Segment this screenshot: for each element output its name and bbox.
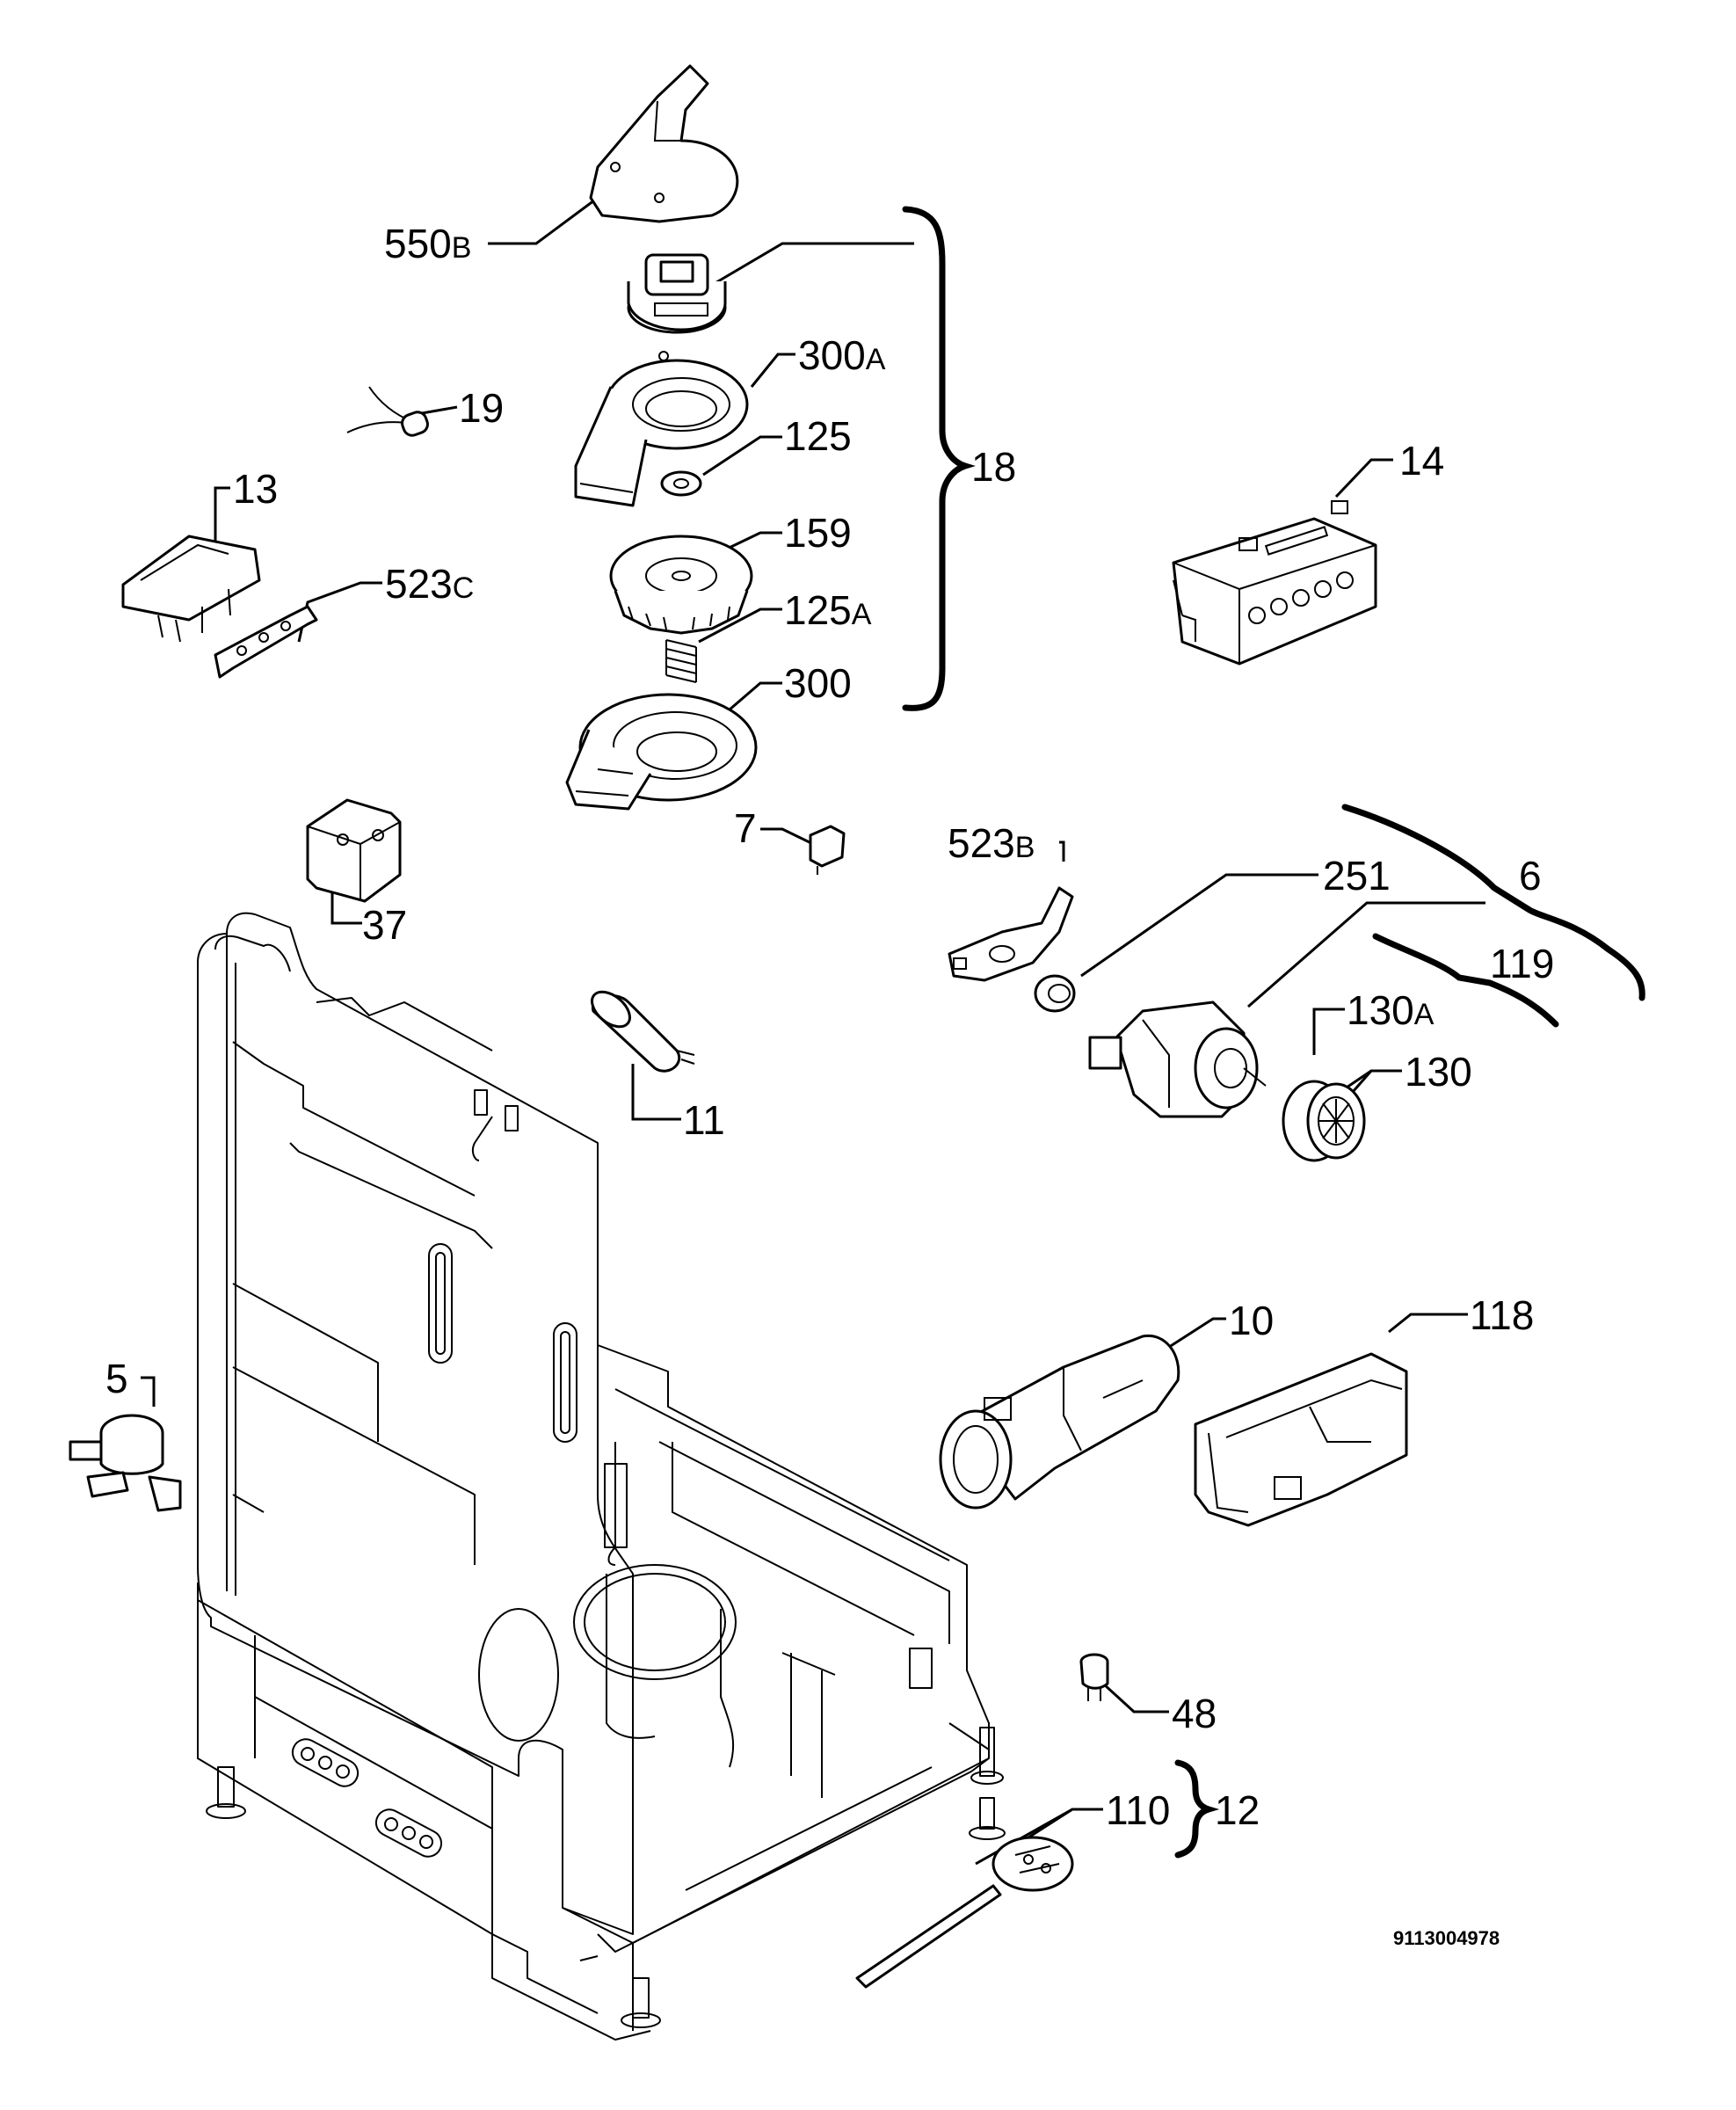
label-11: 11 xyxy=(683,1097,725,1143)
label-125a: 125A xyxy=(784,587,872,633)
part-130-pump-impeller xyxy=(1282,1080,1366,1162)
label-12: 12 xyxy=(1215,1787,1260,1833)
label-110: 110 xyxy=(1106,1787,1170,1833)
label-125: 125 xyxy=(784,413,852,459)
label-159: 159 xyxy=(784,510,852,556)
part-37-capacitor-box xyxy=(306,798,402,903)
group-bracket-18 xyxy=(902,206,976,711)
part-11-capacitor xyxy=(591,990,695,1073)
label-523b: 523B xyxy=(948,820,1035,866)
label-13: 13 xyxy=(233,466,278,512)
part-300-fan-housing xyxy=(565,693,758,811)
label-14: 14 xyxy=(1399,438,1444,484)
label-130a: 130A xyxy=(1347,987,1435,1033)
part-125a-spring xyxy=(665,639,697,683)
label-118: 118 xyxy=(1470,1292,1534,1338)
part-12-pressure-switch xyxy=(855,1836,1074,1989)
label-7: 7 xyxy=(734,805,757,851)
label-5: 5 xyxy=(105,1356,128,1401)
part-labels: 550B 300A 19 125 18 13 14 159 523C 125A … xyxy=(105,221,1554,1949)
part-circulation-pump-motor xyxy=(1088,1000,1267,1118)
label-119: 119 xyxy=(1490,941,1554,986)
part-14-electronic-module xyxy=(1172,500,1377,666)
part-10-heater xyxy=(939,1334,1180,1510)
label-19: 19 xyxy=(459,385,504,431)
label-6: 6 xyxy=(1519,853,1542,899)
part-118-softener xyxy=(1194,1352,1408,1527)
part-251-seal xyxy=(1034,974,1076,1013)
dishwasher-base-frame xyxy=(197,912,1006,2041)
label-251: 251 xyxy=(1323,853,1391,899)
part-fan-motor xyxy=(627,253,727,334)
label-18: 18 xyxy=(971,444,1016,490)
part-523c-bracket xyxy=(214,605,318,679)
part-523b-bracket xyxy=(948,886,1074,982)
label-10: 10 xyxy=(1229,1298,1274,1343)
leader-lines xyxy=(141,196,1485,1866)
label-300: 300 xyxy=(784,660,852,706)
group-bracket-12 xyxy=(1174,1759,1220,1859)
part-125-seal xyxy=(660,470,702,497)
part-159-impeller xyxy=(609,535,753,635)
group-bracket-119 xyxy=(1372,933,1559,1028)
part-19-sensor-wire xyxy=(346,386,429,437)
group-bracket-6 xyxy=(1341,804,1645,1001)
label-550b: 550B xyxy=(384,221,471,266)
drawing-code: 9113004978 xyxy=(1393,1927,1500,1949)
label-130: 130 xyxy=(1405,1049,1472,1095)
label-300a: 300A xyxy=(798,332,886,378)
part-5-inlet-valve xyxy=(69,1414,182,1512)
label-48: 48 xyxy=(1172,1691,1217,1736)
part-7-sensor xyxy=(809,825,846,875)
part-300a-fan-housing xyxy=(574,351,749,507)
part-550b-deflector xyxy=(589,64,739,223)
part-13-switch xyxy=(121,535,261,643)
part-48-sensor xyxy=(1079,1653,1109,1701)
label-37: 37 xyxy=(362,902,407,948)
label-523c: 523C xyxy=(385,561,474,607)
